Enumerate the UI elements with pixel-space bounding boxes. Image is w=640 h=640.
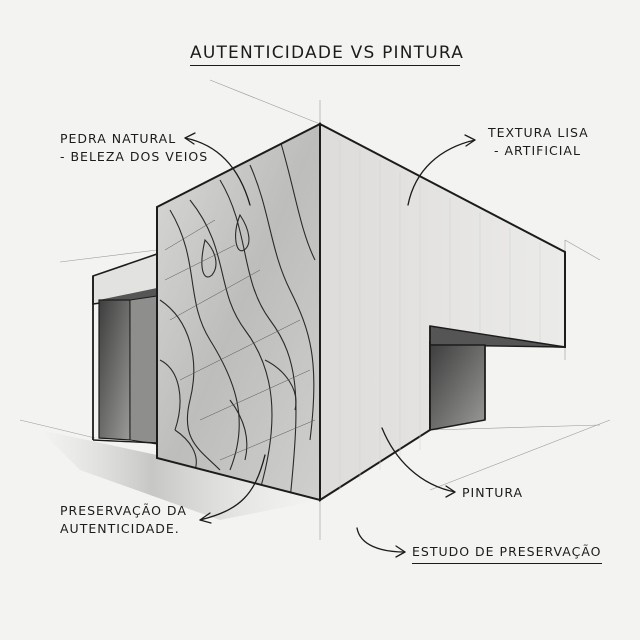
arrow-natural-stone	[184, 137, 251, 206]
page-title: Autenticidade vs Pintura	[190, 44, 463, 66]
annotation-preservation-line1: Preservação da	[60, 503, 187, 518]
annotation-study-line1: Estudo de preservação	[412, 544, 602, 559]
marble-face	[156, 122, 321, 502]
annotation-preservation: Preservação da autenticidade.	[60, 502, 187, 538]
arrow-paint	[381, 427, 456, 493]
annotation-natural-stone-line1: Pedra natural	[60, 131, 177, 146]
annotation-smooth-texture-line1: Textura lisa	[488, 125, 589, 140]
ground-shadow	[40, 430, 320, 520]
annotation-paint-line1: Pintura	[462, 485, 524, 500]
annotation-paint: Pintura	[462, 484, 523, 502]
left-annex	[92, 252, 158, 445]
annotation-smooth-texture: Textura lisa - artificial	[488, 124, 589, 160]
annotation-preservation-line2: autenticidade.	[60, 521, 180, 536]
arrow-smooth-texture	[407, 139, 476, 206]
annotation-arrows	[184, 132, 476, 558]
painted-facade	[319, 122, 566, 502]
annotation-smooth-texture-line2: - artificial	[494, 143, 581, 158]
annotation-study: Estudo de preservação	[412, 543, 602, 564]
annotation-natural-stone-line2: - beleza dos veios	[60, 149, 209, 164]
arrow-preservation	[199, 454, 266, 521]
arrow-study	[356, 527, 406, 553]
annotation-natural-stone: Pedra natural - beleza dos veios	[60, 130, 208, 166]
